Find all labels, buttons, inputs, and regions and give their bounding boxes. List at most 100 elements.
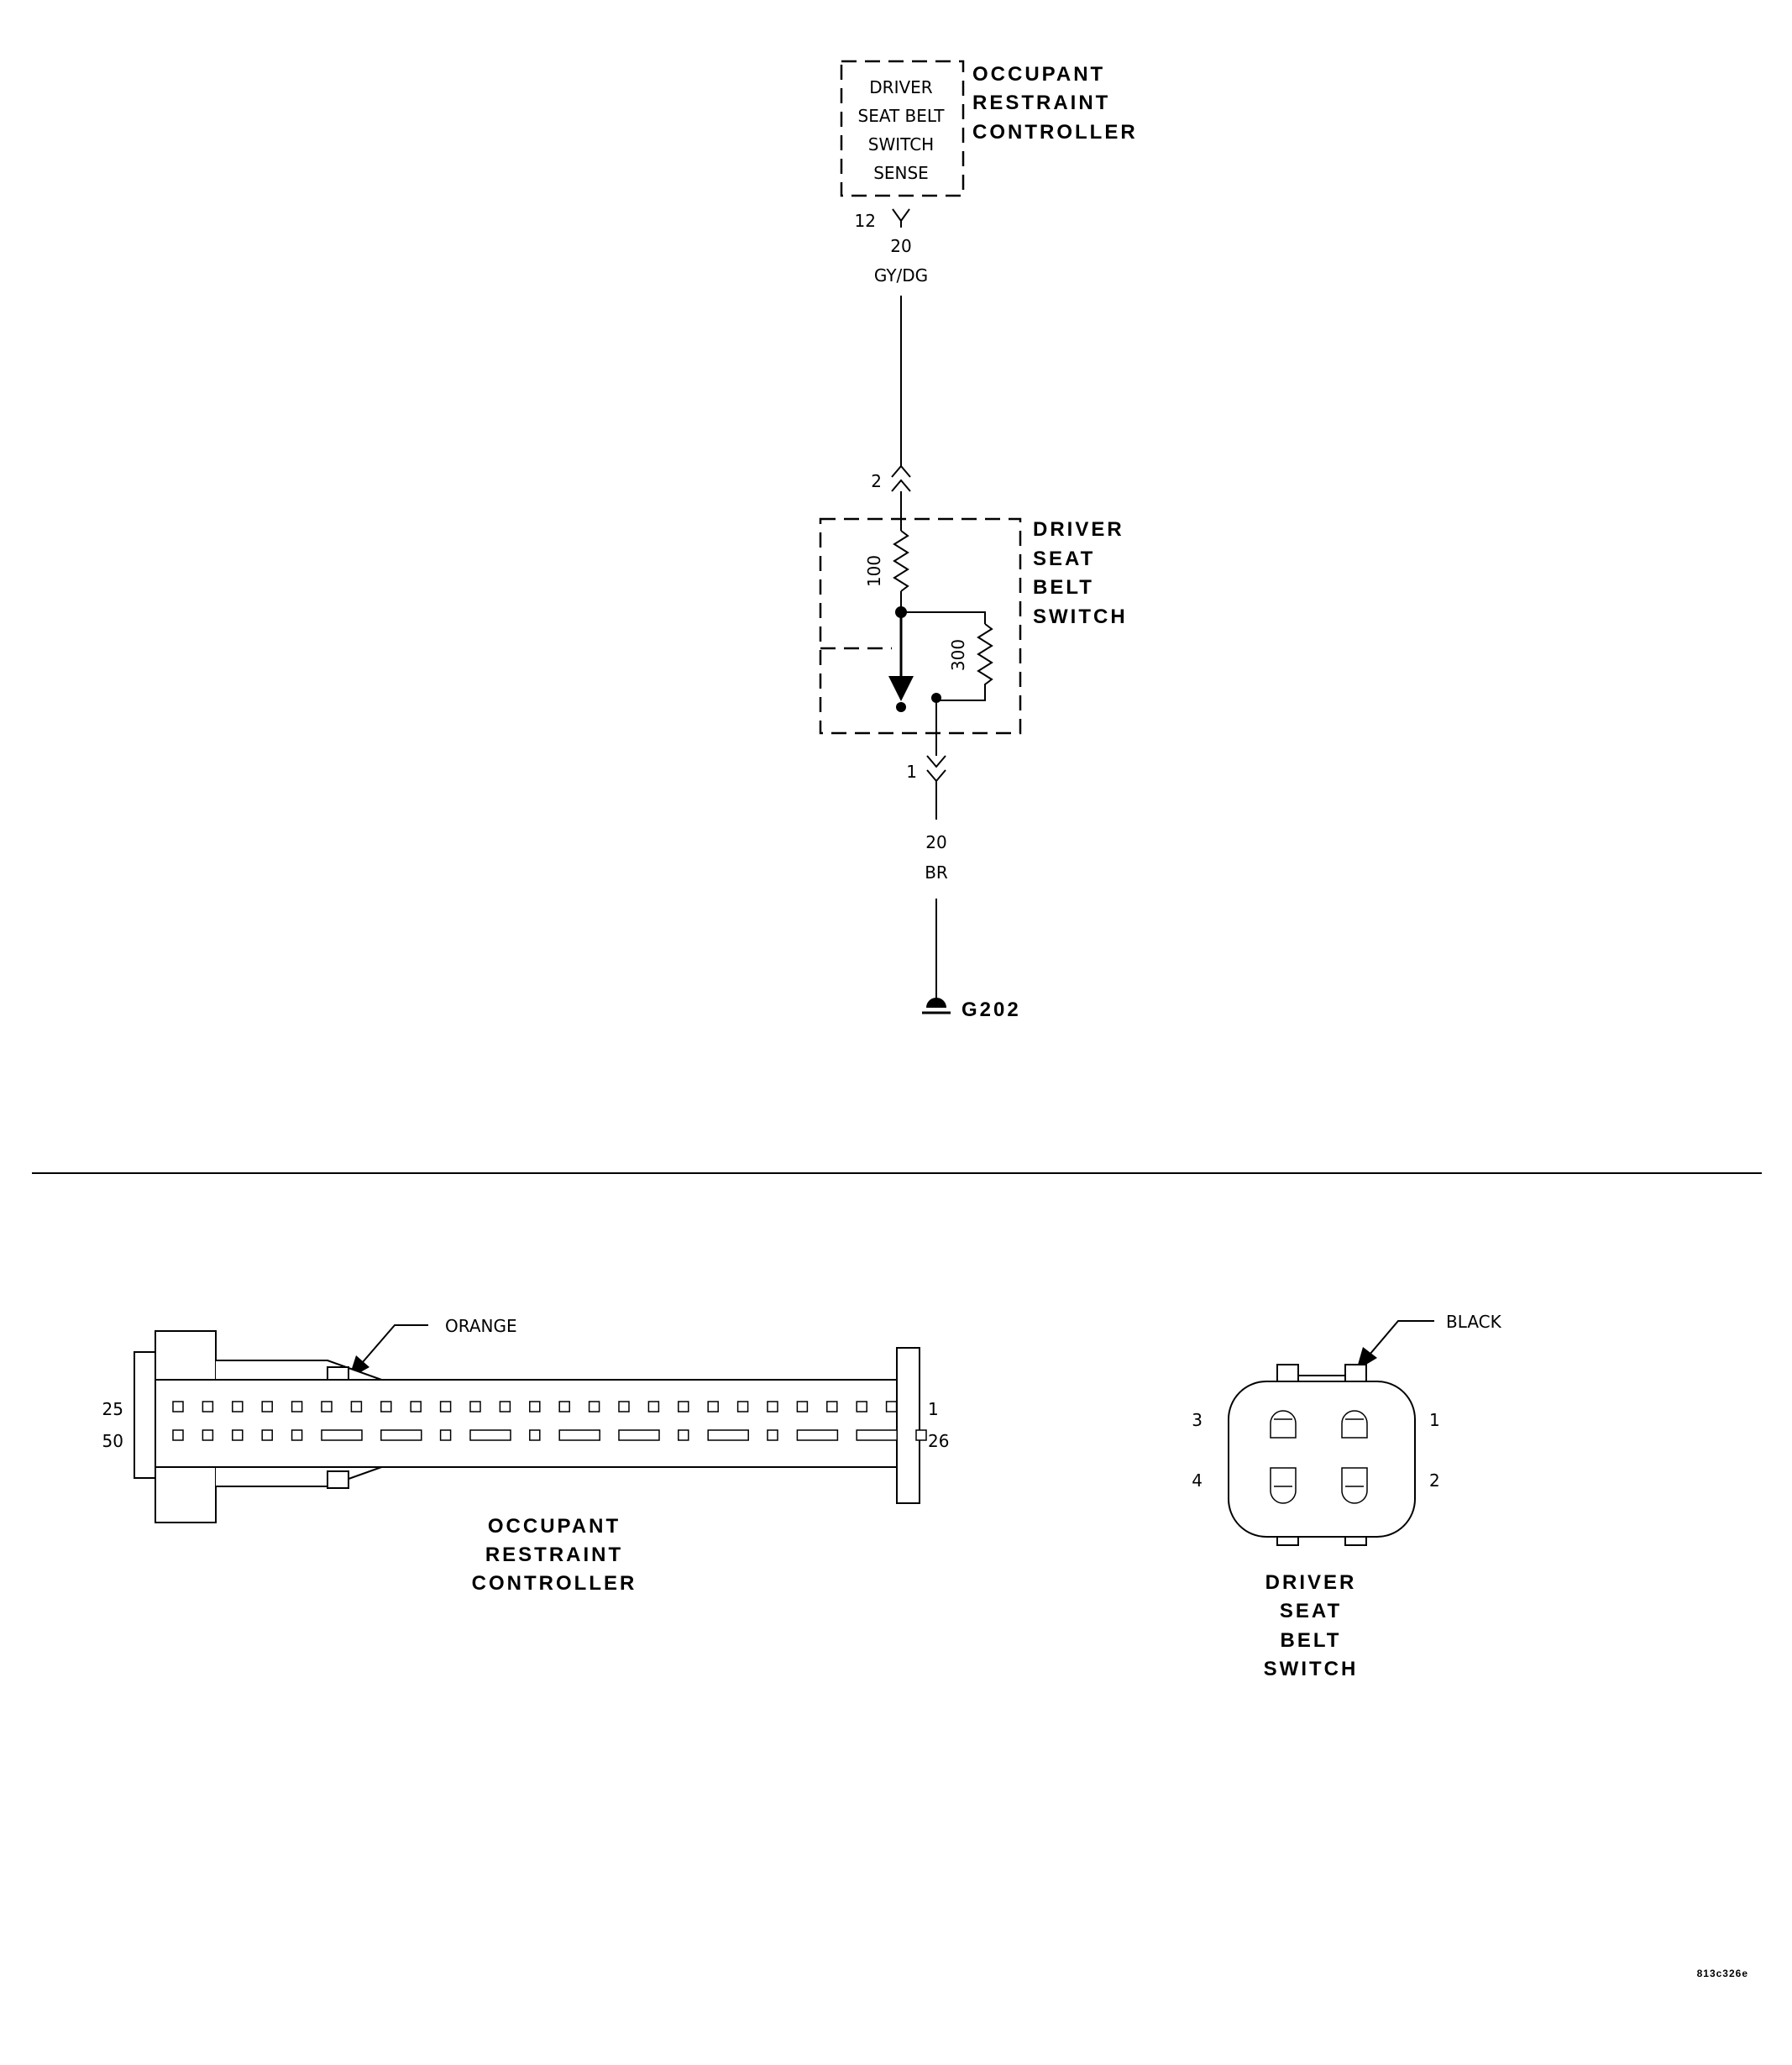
bottom-wire-gauge: 20 [925, 832, 946, 852]
orc-inner-line-2: SEAT BELT [858, 106, 946, 126]
orc-pin-cavity [767, 1429, 778, 1441]
orc-pin-cavity [469, 1429, 511, 1441]
switch-title-line-4: SWITCH [1033, 605, 1128, 628]
orc-pin-cavity [439, 1401, 452, 1412]
orc-title-line-1: OCCUPANT [972, 63, 1105, 86]
orc-pin-cavity [767, 1401, 778, 1412]
orc-module: DRIVER SEAT BELT SWITCH SENSE OCCUPANT R… [840, 60, 1138, 197]
switch-dashed-box [819, 517, 1022, 735]
switch-pin-top: 2 [871, 471, 882, 491]
orc-connector-title-2: RESTRAINT [485, 1544, 623, 1566]
switch-connector-title-4: SWITCH [1264, 1658, 1359, 1680]
switch-connector-view: BLACK 1 2 3 4 DRIVER SEAT [1192, 1312, 1501, 1680]
switch-pin-cavity-2 [1341, 1467, 1368, 1504]
orc-pin-cavity [796, 1429, 839, 1441]
top-wire-color: GY/DG [874, 265, 928, 286]
orc-pin-cavity [678, 1429, 689, 1441]
orc-pin-number: 12 [855, 211, 876, 231]
resistor-100-icon [893, 530, 909, 592]
inline-connector-icon [891, 464, 911, 492]
orc-pin-50-label: 50 [102, 1431, 123, 1451]
orc-pin-cavity [647, 1401, 660, 1412]
orc-pin-cavity [232, 1429, 244, 1441]
orc-pin-cavity [885, 1401, 898, 1412]
orc-pin-cavity [261, 1401, 273, 1412]
switch-title-line-2: SEAT [1033, 548, 1095, 570]
orc-pin-cavity [618, 1401, 630, 1412]
orc-inner-line-3: SWITCH [868, 134, 934, 155]
orc-pin-1-label: 1 [928, 1399, 939, 1419]
figure-id: 813c326e [1697, 1968, 1748, 1979]
orc-inner-line-4: SENSE [873, 163, 929, 183]
switch-connector-title-3: BELT [1281, 1629, 1342, 1652]
resistor-100-label: 100 [864, 555, 884, 587]
orc-pin-cavity [915, 1429, 927, 1441]
orc-pin-cavity [172, 1401, 184, 1412]
switch-connector-color-label: BLACK [1446, 1312, 1502, 1332]
orc-connector-view: ORANGE 25 50 1 26 OCCUPANT RESTRAINT CON… [102, 1316, 950, 1595]
orc-pin-cavity [380, 1401, 392, 1412]
switch-pin-1-label: 1 [1429, 1410, 1440, 1430]
bottom-wire-color: BR [925, 862, 948, 883]
resistor-300-icon [938, 623, 993, 701]
orc-pin-cavity [321, 1401, 333, 1412]
orc-pin-26-label: 26 [928, 1431, 949, 1451]
orc-pin-25-label: 25 [102, 1399, 123, 1419]
inline-connector-bottom-icon [926, 755, 946, 783]
orc-pin-cavity [529, 1429, 541, 1441]
switch-pin-4-label: 4 [1192, 1470, 1203, 1491]
branch-line [901, 611, 986, 624]
orc-pin-cavity [736, 1401, 749, 1412]
orc-pin-cavity [707, 1429, 749, 1441]
orc-pin-cavity [350, 1401, 363, 1412]
switch-pin-bottom: 1 [906, 762, 917, 782]
switch-connector-title-1: DRIVER [1265, 1571, 1357, 1594]
female-terminal-icon [892, 208, 910, 228]
switch-connector-body [1228, 1381, 1416, 1538]
switch-pin-cavity-4 [1270, 1467, 1297, 1504]
switch-pin-cavity-1 [1341, 1410, 1368, 1439]
ground-wire: 20 BR G202 [922, 781, 1021, 1021]
orc-pin-cavity [618, 1429, 660, 1441]
orc-pin-cavity [707, 1401, 719, 1412]
ground-label: G202 [961, 998, 1021, 1021]
orc-pin-cavity [678, 1401, 689, 1412]
switch-title-line-1: DRIVER [1033, 518, 1124, 541]
orc-connector-color-label: ORANGE [445, 1316, 517, 1336]
orc-pin-cavity [796, 1401, 809, 1412]
orc-pin-cavity [856, 1401, 867, 1412]
switch-title-line-3: BELT [1033, 576, 1094, 599]
orc-pin-cavity [529, 1401, 541, 1412]
resistor-300-label: 300 [948, 639, 968, 671]
orc-title-line-3: CONTROLLER [972, 121, 1138, 144]
orc-color-leader [356, 1324, 428, 1370]
switch-pin-2-label: 2 [1429, 1470, 1440, 1491]
orc-pin-cavity [558, 1429, 600, 1441]
orc-pin-cavity [261, 1429, 273, 1441]
orc-title-line-2: RESTRAINT [972, 92, 1110, 114]
orc-pin-cavity [856, 1429, 898, 1441]
orc-main-body [155, 1379, 920, 1468]
top-wire-gauge: 20 [890, 236, 911, 256]
orc-pin-grid [172, 1401, 927, 1441]
orc-pin-cavity [826, 1401, 838, 1412]
orc-key-bottom [327, 1470, 349, 1489]
orc-latch-left-outer [134, 1351, 156, 1479]
seat-belt-switch: DRIVER SEAT BELT SWITCH 100 300 1 [819, 491, 1128, 783]
orc-pin-cavity [469, 1401, 481, 1412]
switch-contact-1 [896, 702, 906, 712]
orc-dashed-box [840, 60, 965, 197]
orc-pin-cavity [291, 1401, 303, 1412]
orc-pin-cavity [410, 1401, 422, 1412]
orc-pin-cavity [439, 1429, 452, 1441]
switch-connector-title-2: SEAT [1280, 1600, 1342, 1622]
orc-latch-right [896, 1347, 920, 1504]
orc-inner-line-1: DRIVER [869, 77, 933, 97]
orc-connector-title-3: CONTROLLER [472, 1572, 637, 1595]
orc-pin-cavity [558, 1401, 570, 1412]
orc-pin-cavity [588, 1401, 600, 1412]
top-wire: 12 20 GY/DG 2 [855, 208, 928, 492]
orc-pin-cavity [321, 1429, 363, 1441]
switch-pin-3-label: 3 [1192, 1410, 1203, 1430]
